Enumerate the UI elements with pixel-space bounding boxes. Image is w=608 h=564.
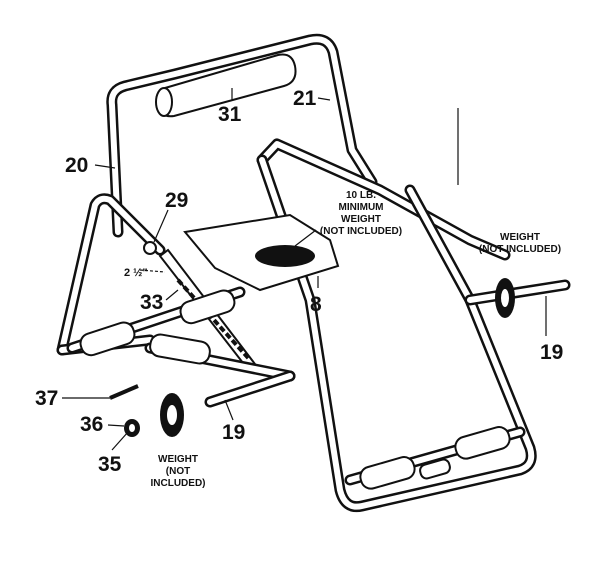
- part-8-label: 8: [310, 293, 322, 316]
- part-19-left-label: 19: [222, 421, 246, 444]
- part-31-label: 31: [218, 103, 242, 126]
- right-weight-note-line-1: WEIGHT: [500, 232, 540, 243]
- seat-weight-note-line-3: WEIGHT: [341, 214, 381, 225]
- seat-weight-note-line-4: (NOT INCLUDED): [319, 226, 403, 237]
- weight-peg-left: [204, 370, 296, 408]
- left-weight-note: WEIGHT (NOT INCLUDED): [138, 454, 218, 490]
- part-37-label: 37: [35, 387, 59, 410]
- left-weight-disc: [109, 384, 184, 437]
- middle-cross-tube: [144, 333, 296, 382]
- top-roller-pad: [155, 53, 297, 118]
- weight-peg-right: [464, 278, 571, 318]
- seat-plate: [183, 213, 340, 292]
- part-21-label: 21: [293, 87, 317, 110]
- seat-weight-note: 10 LB. MINIMUM WEIGHT (NOT INCLUDED): [316, 190, 406, 238]
- upper-handle-frame: [106, 33, 378, 238]
- seat-weight-note-line-1: 10 LB.: [345, 190, 376, 201]
- right-weight-note-line-2: (NOT INCLUDED): [478, 244, 562, 255]
- part-20-label: 20: [65, 154, 89, 177]
- part-35-label: 35: [98, 453, 122, 476]
- backrest-frame: [256, 138, 537, 513]
- part-29-label: 29: [165, 189, 189, 212]
- leader-lines: [62, 88, 547, 451]
- left-weight-note-line-3: INCLUDED): [150, 478, 206, 489]
- part-36-label: 36: [80, 413, 104, 436]
- right-weight-note: WEIGHT (NOT INCLUDED): [470, 232, 570, 256]
- dimension-label: 2 ½": [124, 267, 148, 279]
- pivot-bolt: [143, 241, 157, 255]
- part-19-right-label: 19: [540, 341, 564, 364]
- seat-weight-note-line-2: MINIMUM: [338, 202, 384, 213]
- left-weight-note-line-2: (NOT: [165, 466, 191, 477]
- left-weight-note-line-1: WEIGHT: [158, 454, 198, 465]
- front-cross-tube: [66, 286, 246, 357]
- part-33-label: 33: [140, 291, 164, 314]
- bottom-cross-tube: [344, 426, 526, 490]
